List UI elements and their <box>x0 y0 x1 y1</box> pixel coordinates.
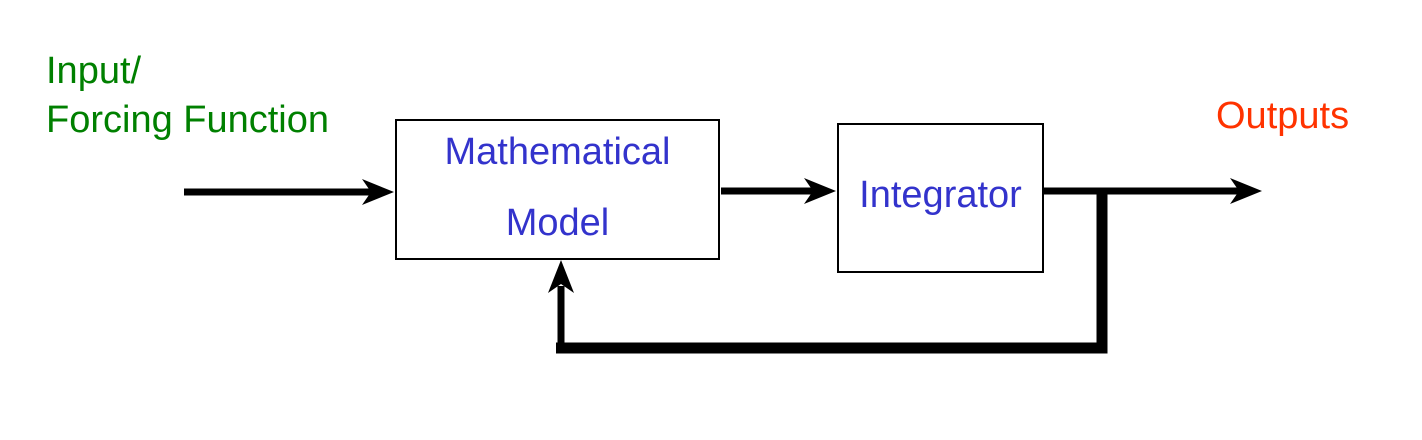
model-to-integrator-arrow <box>721 178 836 204</box>
integrator-label: Integrator <box>859 174 1022 216</box>
mathematical-model-block: Mathematical Model <box>395 119 720 260</box>
input-label-line2: Forcing Function <box>46 99 330 141</box>
outputs-label: Outputs <box>1216 95 1350 137</box>
output-arrow <box>1044 178 1262 204</box>
input-forcing-function-label: Input/ Forcing Function <box>46 47 329 145</box>
integrator-block: Integrator <box>837 123 1044 273</box>
mathematical-model-label-line1: Mathematical <box>444 131 671 173</box>
feedback-loop-arrow <box>548 189 1108 354</box>
input-arrow <box>184 179 394 205</box>
mathematical-model-label-line2: Model <box>505 202 610 244</box>
input-label-line1: Input/ <box>46 50 142 92</box>
